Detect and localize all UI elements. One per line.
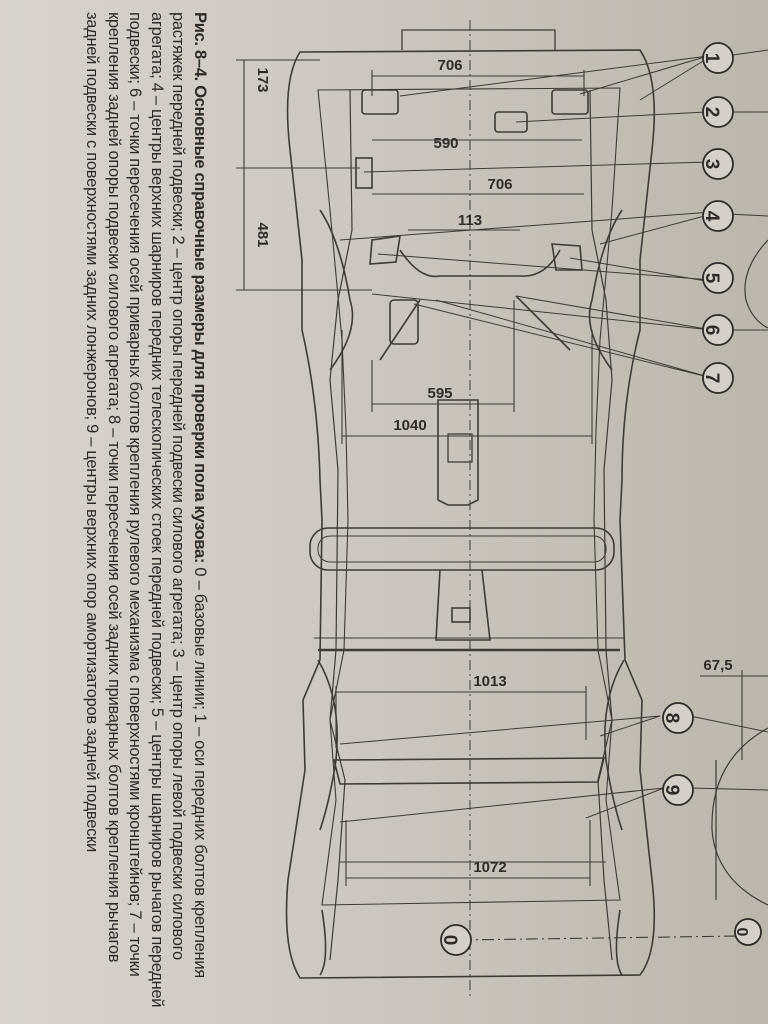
caption-block: Рис. 8–4. Основные справочные размеры дл…: [70, 0, 210, 1024]
dim-173: 173: [254, 67, 271, 92]
base-marker-right: [734, 918, 762, 946]
base-marker-bottom-label: 0: [439, 935, 460, 946]
callout-6: [702, 314, 734, 346]
callout-8: [662, 702, 694, 734]
callout-3-label: 3: [701, 159, 722, 170]
callout-5-label: 5: [701, 273, 722, 284]
dim-595: 595: [427, 385, 452, 402]
callout-1-label: 1: [701, 53, 722, 64]
callout-7-label: 7: [701, 373, 722, 384]
tunnel: [437, 399, 479, 506]
front-arch-left: [319, 209, 354, 371]
base-marker-bottom: [440, 924, 472, 956]
base-marker-right-label: 0: [733, 928, 750, 937]
callout-1: [702, 42, 734, 74]
floor-outline: [285, 49, 656, 979]
callout-8-label: 8: [661, 713, 682, 724]
dim-113: 113: [458, 212, 482, 229]
front-arch-right: [588, 209, 623, 371]
cross-member: [309, 527, 615, 571]
callout-3: [702, 148, 734, 180]
callout-9: [662, 774, 694, 806]
callout-7: [702, 362, 734, 394]
left-rail: [329, 89, 353, 961]
dim-1013: 1013: [473, 673, 506, 690]
callout-2: [702, 96, 734, 128]
figure-label: Рис. 8–4.: [191, 12, 209, 81]
callout-2-label: 2: [701, 107, 722, 118]
base-line-bottom: [459, 935, 741, 941]
dim-1072: 1072: [473, 859, 506, 876]
callout-6-label: 6: [701, 325, 722, 336]
figure-caption: Рис. 8–4. Основные справочные размеры дл…: [81, 12, 210, 1012]
dim-706-top: 706: [437, 57, 462, 74]
dim-590: 590: [433, 135, 458, 152]
dim-1040: 1040: [393, 417, 426, 434]
floor-inner: [317, 87, 621, 906]
rear-arch-left: [317, 659, 338, 831]
figure-title: Основные справочные размеры для проверки…: [191, 85, 209, 564]
callout-5: [702, 262, 734, 294]
dim-706-mid: 706: [487, 176, 512, 193]
callout-9-label: 9: [661, 785, 682, 796]
callout-4: [702, 200, 734, 232]
rear-arch-right: [604, 659, 625, 831]
callout-4-label: 4: [701, 211, 722, 222]
rear-beam: [332, 757, 606, 785]
dim-481: 481: [254, 222, 271, 247]
dim-67-5: 67,5: [703, 657, 732, 674]
